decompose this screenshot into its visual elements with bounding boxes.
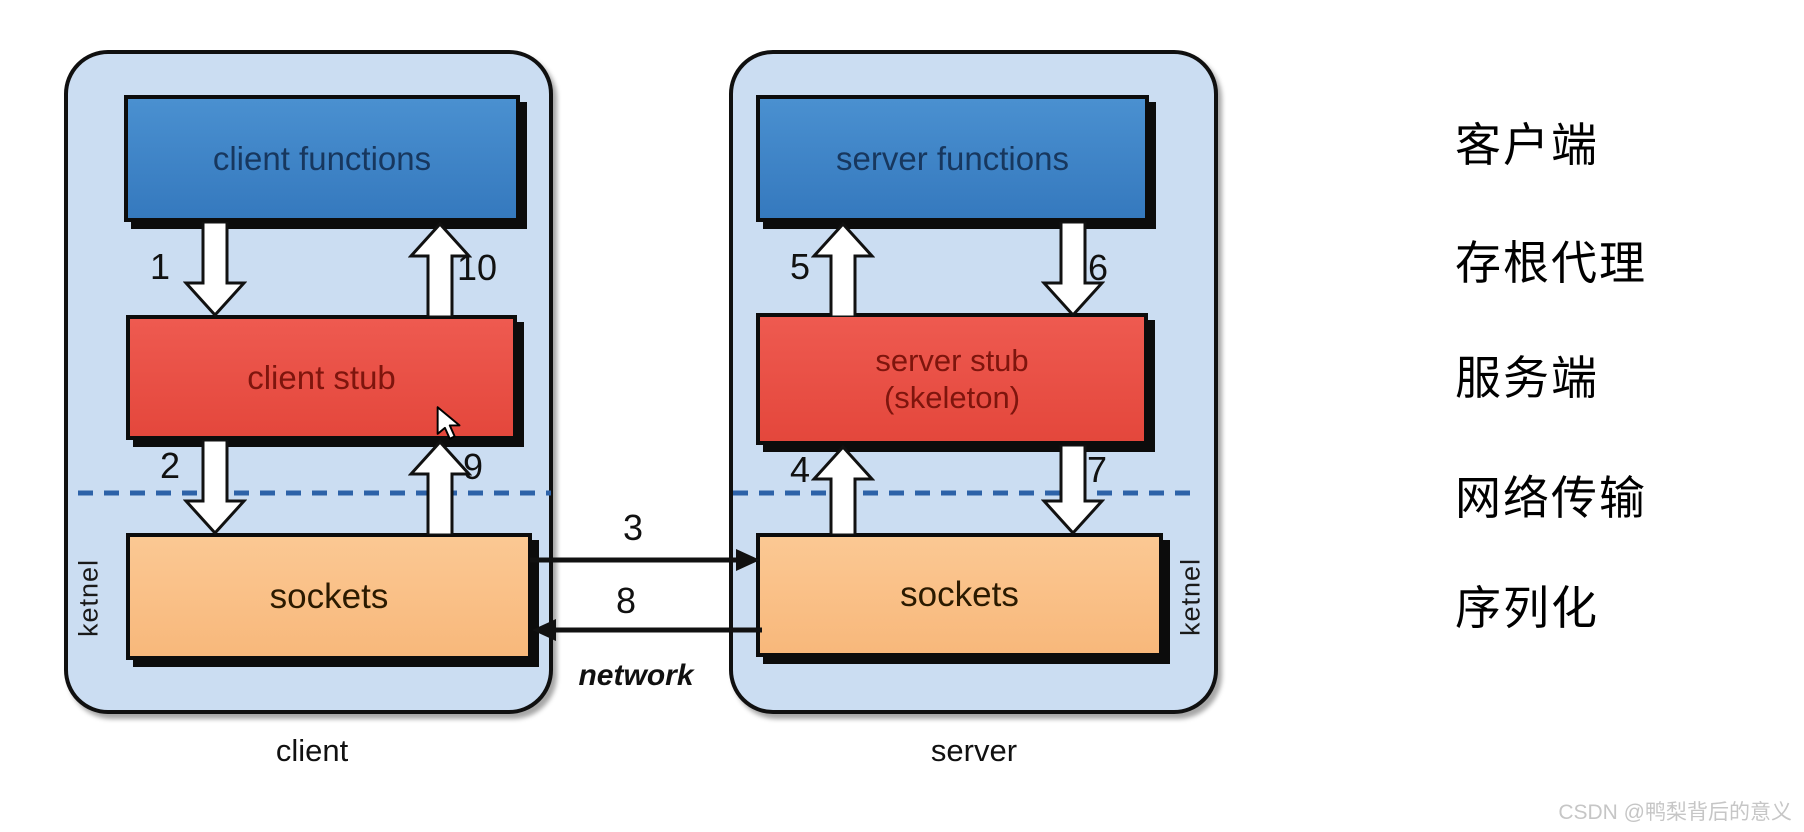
client-functions-label: client functions	[212, 139, 432, 177]
kernel-boundary-dashed-line-client	[78, 490, 551, 496]
arrow-step-1-down-icon	[183, 222, 247, 317]
network-label: network	[578, 659, 694, 692]
step-3-label: 3	[622, 507, 644, 548]
server-stub-label-line1: server stub	[875, 342, 1029, 378]
watermark-text: CSDN @鸭梨背后的意义	[1558, 801, 1792, 824]
server-panel-caption: server	[930, 733, 1018, 768]
annotation-serialization: 序列化	[1455, 582, 1599, 634]
step-10-label: 10	[456, 247, 498, 288]
client-stub-label: client stub	[247, 358, 396, 396]
annotation-server-side: 服务端	[1455, 352, 1599, 404]
client-kernel-label: ketnel	[73, 558, 104, 638]
server-functions-label: server functions	[836, 139, 1069, 177]
annotation-stub-proxy: 存根代理	[1455, 237, 1647, 289]
arrow-step-5-up-icon	[811, 222, 875, 317]
annotation-client-side: 客户端	[1455, 119, 1599, 171]
step-8-label: 8	[615, 580, 637, 621]
annotation-network-transfer: 网络传输	[1455, 472, 1647, 524]
arrow-step-4-up-icon	[811, 445, 875, 535]
server-stub-box: server stub (skeleton)	[756, 313, 1148, 445]
step-4-label: 4	[789, 449, 811, 490]
server-functions-box: server functions	[756, 95, 1149, 222]
arrow-step-8-left-icon	[532, 619, 762, 641]
client-sockets-box: sockets	[126, 533, 532, 660]
client-sockets-label: sockets	[269, 576, 389, 616]
mouse-cursor-icon	[436, 406, 461, 440]
server-sockets-box: sockets	[756, 533, 1163, 657]
step-7-label: 7	[1086, 449, 1108, 490]
arrow-step-10-up-icon	[408, 222, 472, 317]
server-sockets-label: sockets	[900, 575, 1019, 614]
step-1-label: 1	[149, 246, 171, 287]
client-panel-caption: client	[275, 733, 349, 768]
step-5-label: 5	[789, 246, 811, 287]
step-2-label: 2	[159, 445, 181, 486]
server-kernel-label: ketnel	[1175, 557, 1206, 637]
arrow-step-7-down-icon	[1041, 445, 1105, 535]
client-functions-box: client functions	[124, 95, 520, 222]
arrow-step-2-down-icon	[183, 440, 247, 535]
arrow-step-6-down-icon	[1041, 222, 1105, 317]
arrow-step-9-up-icon	[408, 440, 472, 535]
step-9-label: 9	[462, 446, 484, 487]
server-stub-label-line2: (skeleton)	[883, 380, 1021, 415]
arrow-step-3-right-icon	[530, 549, 760, 571]
step-6-label: 6	[1087, 247, 1109, 288]
